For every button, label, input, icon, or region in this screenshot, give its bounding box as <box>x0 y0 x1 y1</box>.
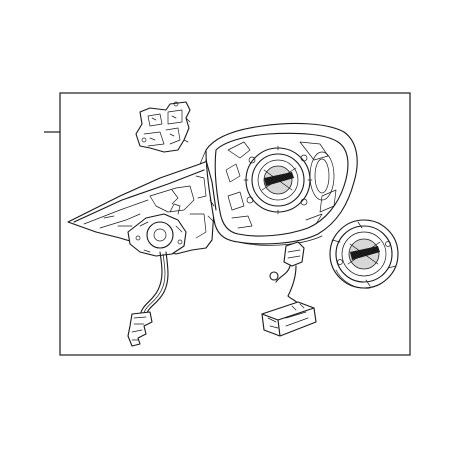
wiring-harness-icon <box>127 251 169 347</box>
diagram-frame <box>59 92 411 356</box>
turn-signal-lamp-icon <box>261 301 317 337</box>
mirror-stem-icon <box>199 149 217 211</box>
mirror-actuator-bracket-icon <box>135 101 191 153</box>
mirror-motor-icon <box>329 219 399 289</box>
wire-connector-icon <box>269 241 305 305</box>
mirror-base-cover-icon <box>67 159 215 257</box>
mirror-housing-icon <box>205 122 358 246</box>
